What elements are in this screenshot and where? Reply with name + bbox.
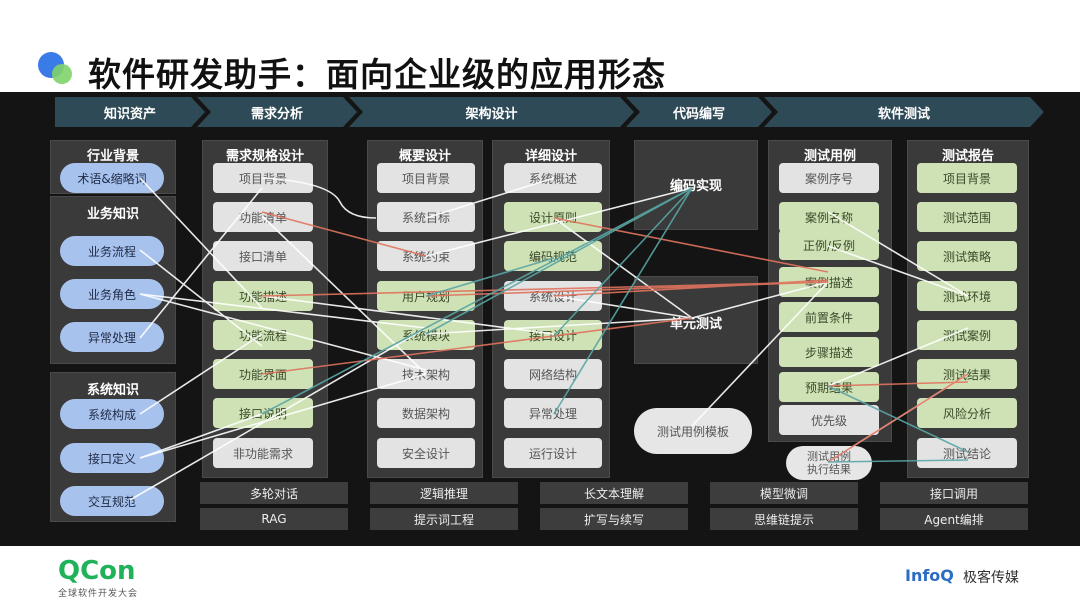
qcon-subtitle: 全球软件开发大会 <box>58 589 139 599</box>
detail-item: 设计原则 <box>504 202 602 232</box>
skill-item: 模型微调 <box>710 482 858 504</box>
req-item: 非功能需求 <box>213 438 313 468</box>
report-item: 测试环境 <box>917 281 1017 311</box>
workflow-diagram: 知识资产 需求分析 架构设计 代码编写 软件测试 行业背景 术语&缩略词 业务知… <box>0 92 1080 546</box>
case-item: 步骤描述 <box>779 337 879 367</box>
test-report-header: 测试报告 <box>941 149 994 164</box>
phase-requirements: 需求分析 <box>197 97 357 127</box>
title-bullet-accent-icon <box>52 64 72 84</box>
test-cases-header: 测试用例 <box>803 149 856 164</box>
report-item: 测试范围 <box>917 202 1017 232</box>
case-item: 正例/反例 <box>779 230 879 260</box>
test-template-pill: 测试用例模板 <box>634 408 752 454</box>
detail-item: 系统设计 <box>504 281 602 311</box>
case-item: 案例序号 <box>779 163 879 193</box>
phase-knowledge: 知识资产 <box>55 97 205 127</box>
page-title: 软件研发助手：面向企业级的应用形态 <box>88 55 666 94</box>
case-result-line1: 测试用例 <box>807 450 851 463</box>
industry-header: 行业背景 <box>86 149 139 164</box>
interaction-spec-pill: 交互规范 <box>60 486 164 516</box>
report-item: 项目背景 <box>917 163 1017 193</box>
system-header: 系统知识 <box>86 383 139 398</box>
outline-item: 项目背景 <box>377 163 475 193</box>
skill-item: Agent编排 <box>880 508 1028 530</box>
case-item: 前置条件 <box>779 302 879 332</box>
detail-item: 网络结构 <box>504 359 602 389</box>
business-flow-pill: 业务流程 <box>60 236 164 266</box>
detail-item: 接口设计 <box>504 320 602 350</box>
report-item: 风险分析 <box>917 398 1017 428</box>
outline-item: 系统目标 <box>377 202 475 232</box>
detail-item: 异常处理 <box>504 398 602 428</box>
infoq-logo: InfoQ <box>905 566 954 585</box>
report-item: 测试策略 <box>917 241 1017 271</box>
requirements-header: 需求规格设计 <box>225 149 304 164</box>
qcon-logo: QCon <box>58 556 136 586</box>
unit-test-panel: 单元测试 <box>634 276 758 364</box>
term-pill: 术语&缩略词 <box>60 163 164 193</box>
coding-impl-label: 编码实现 <box>669 179 722 194</box>
skill-item: 提示词工程 <box>370 508 518 530</box>
skill-item: RAG <box>200 508 348 530</box>
report-item: 测试结果 <box>917 359 1017 389</box>
skill-item: 逻辑推理 <box>370 482 518 504</box>
case-result-line2: 执行结果 <box>807 463 851 476</box>
exception-pill: 异常处理 <box>60 322 164 352</box>
geek-media-logo: 极客传媒 <box>963 570 1019 586</box>
outline-item: 系统模块 <box>377 320 475 350</box>
outline-item: 数据架构 <box>377 398 475 428</box>
outline-item: 用户规划 <box>377 281 475 311</box>
phase-testing: 软件测试 <box>764 97 1044 127</box>
req-item: 项目背景 <box>213 163 313 193</box>
phase-architecture: 架构设计 <box>349 97 634 127</box>
case-result-pill: 测试用例 执行结果 <box>786 446 872 480</box>
detail-item: 系统概述 <box>504 163 602 193</box>
case-item: 优先级 <box>779 405 879 435</box>
system-structure-pill: 系统构成 <box>60 399 164 429</box>
outline-design-header: 概要设计 <box>398 149 451 164</box>
phase-coding: 代码编写 <box>626 97 772 127</box>
skill-item: 思维链提示 <box>710 508 858 530</box>
req-item: 功能流程 <box>213 320 313 350</box>
report-item: 测试案例 <box>917 320 1017 350</box>
case-item: 预期结果 <box>779 372 879 402</box>
detail-item: 编码规范 <box>504 241 602 271</box>
skill-item: 接口调用 <box>880 482 1028 504</box>
detail-item: 运行设计 <box>504 438 602 468</box>
req-item: 接口说明 <box>213 398 313 428</box>
footer: QCon 全球软件开发大会 InfoQ 极客传媒 <box>0 546 1080 608</box>
case-item: 案例描述 <box>779 267 879 297</box>
req-item: 功能清单 <box>213 202 313 232</box>
business-role-pill: 业务角色 <box>60 279 164 309</box>
interface-def-pill: 接口定义 <box>60 443 164 473</box>
coding-panel: 编码实现 <box>634 140 758 230</box>
outline-item: 技术架构 <box>377 359 475 389</box>
business-header: 业务知识 <box>86 207 139 222</box>
req-item: 接口清单 <box>213 241 313 271</box>
skill-item: 扩写与续写 <box>540 508 688 530</box>
req-item: 功能描述 <box>213 281 313 311</box>
req-item: 功能界面 <box>213 359 313 389</box>
report-item: 测试结论 <box>917 438 1017 468</box>
unit-test-label: 单元测试 <box>669 317 722 332</box>
title-bar: 软件研发助手：面向企业级的应用形态 <box>0 0 1080 94</box>
outline-item: 安全设计 <box>377 438 475 468</box>
detail-design-header: 详细设计 <box>524 149 577 164</box>
outline-item: 系统约束 <box>377 241 475 271</box>
skill-item: 长文本理解 <box>540 482 688 504</box>
skill-item: 多轮对话 <box>200 482 348 504</box>
case-item: 案例名称 <box>779 202 879 232</box>
